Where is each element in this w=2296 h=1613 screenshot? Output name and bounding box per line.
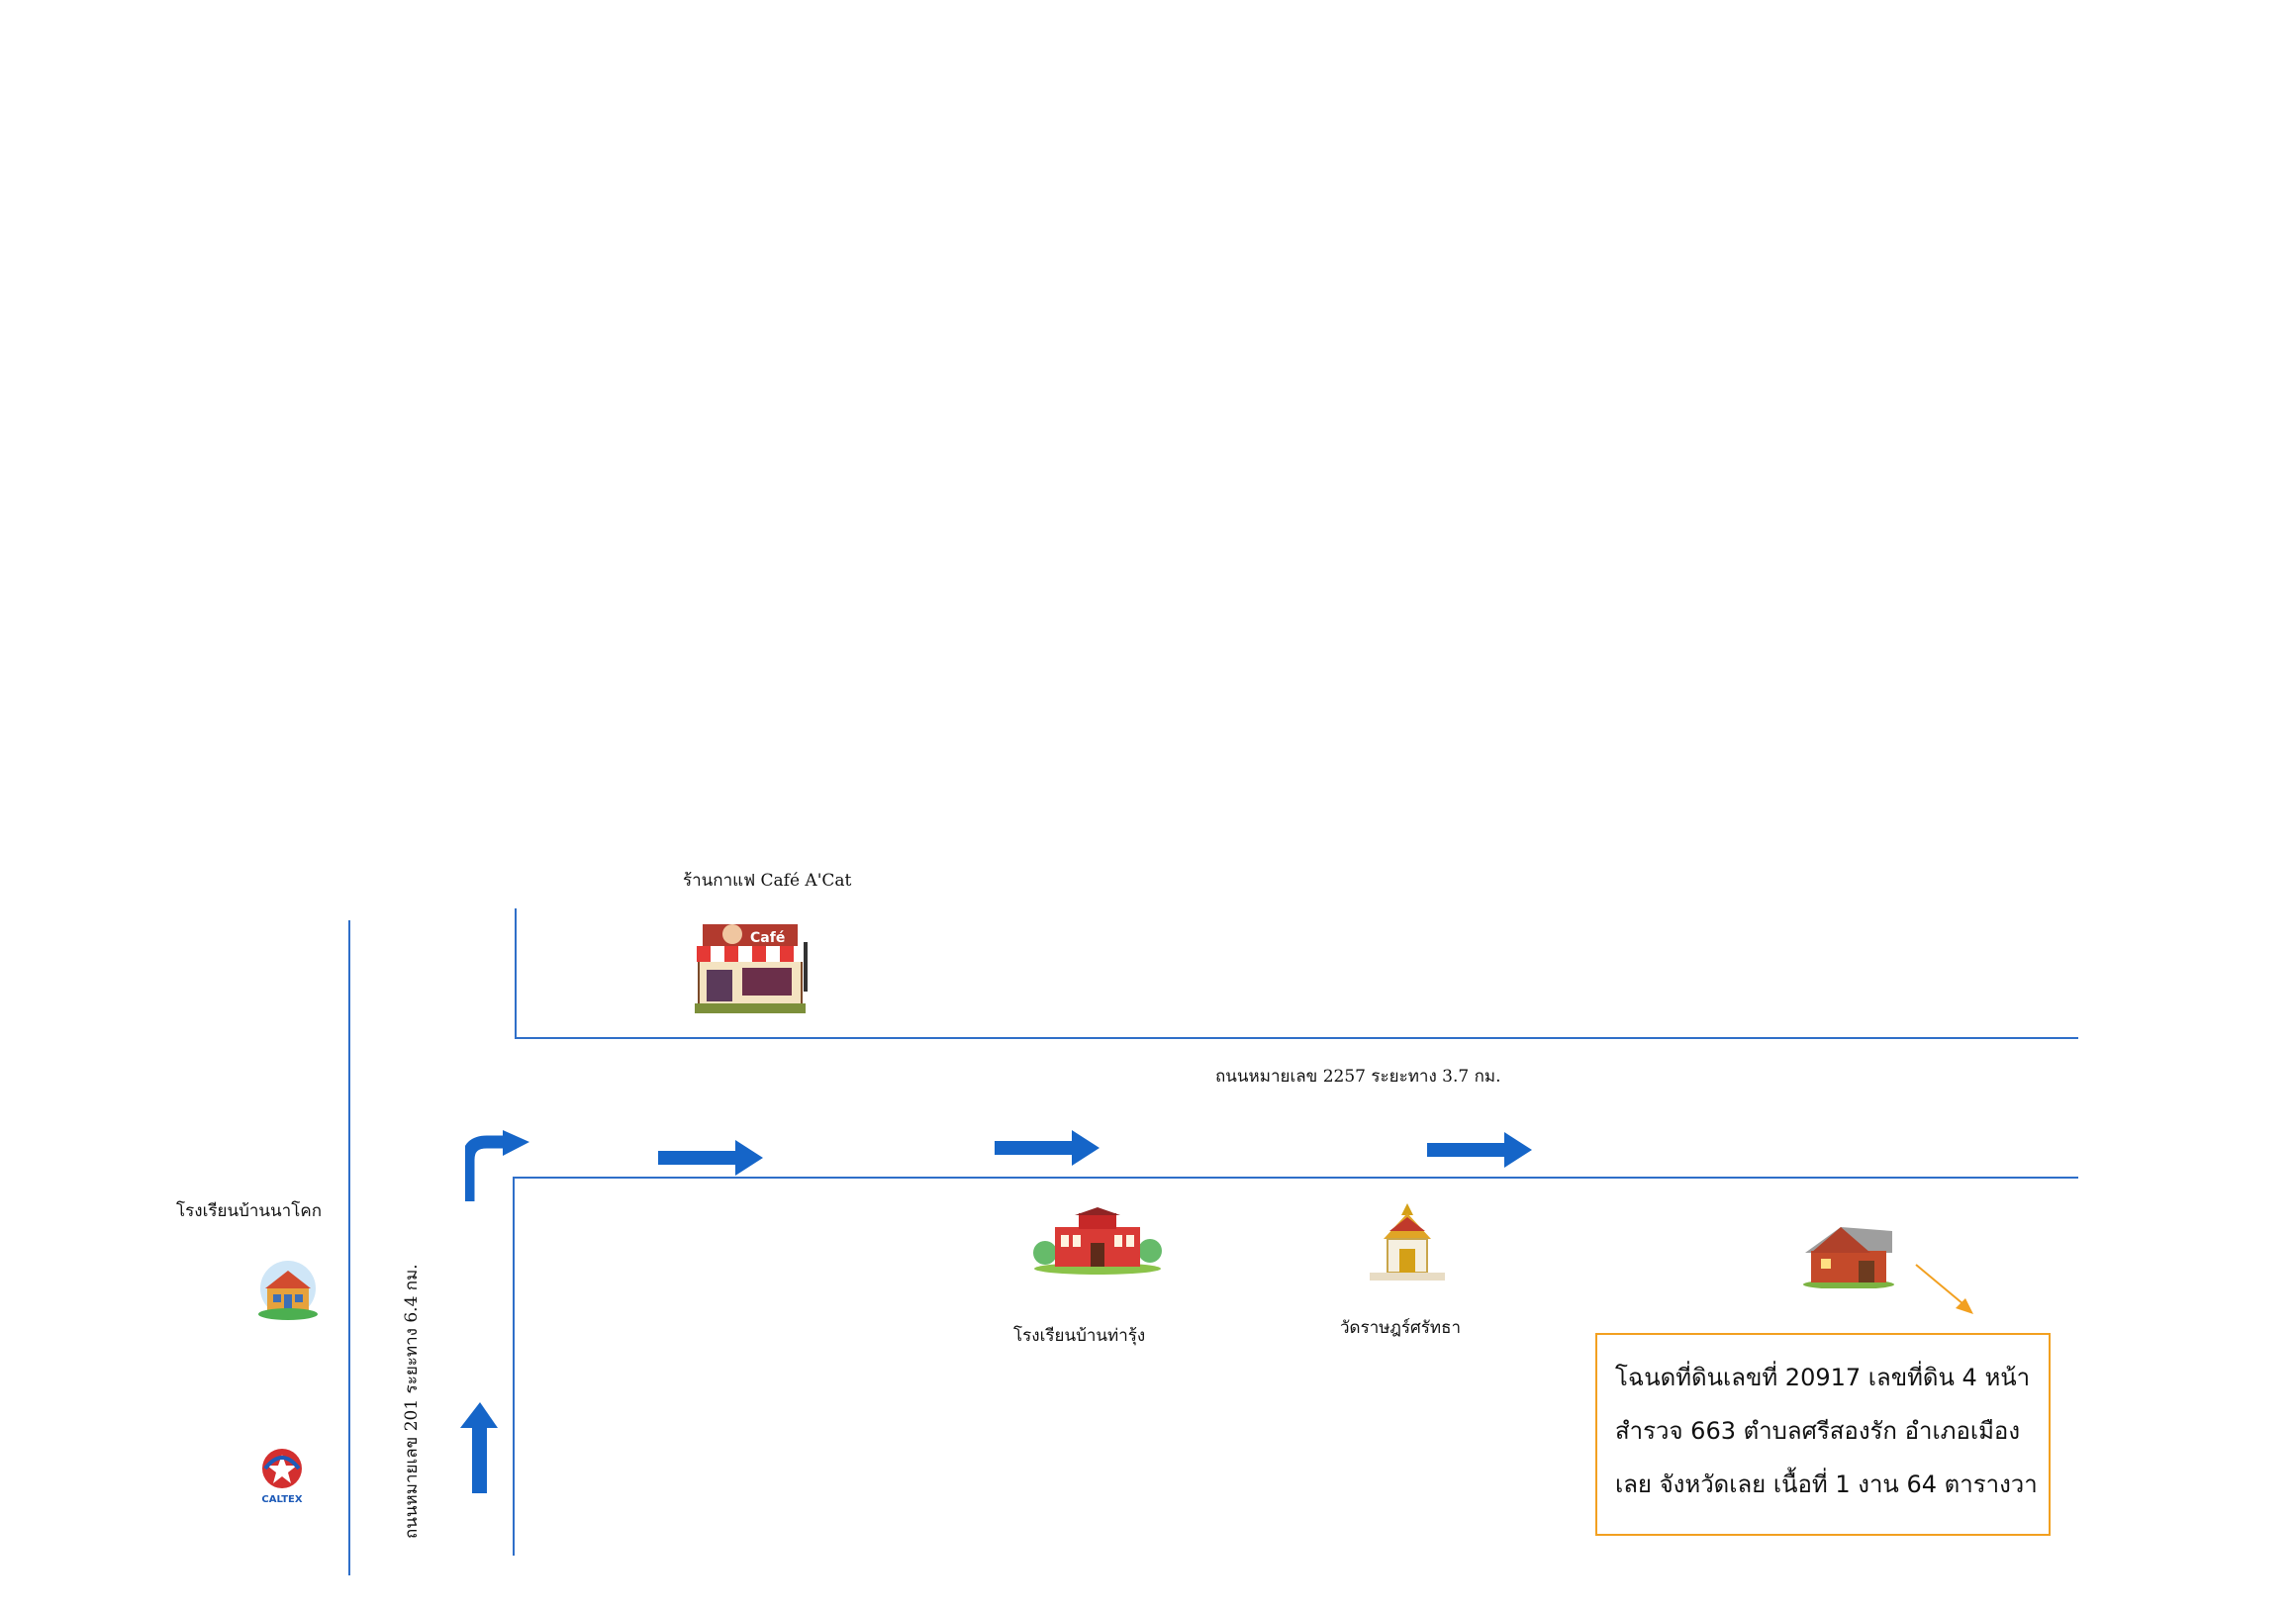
temple-label: วัดราษฎร์ศรัทธา xyxy=(1340,1318,1462,1338)
road-2257-label: ถนนหมายเลข 2257 ระยะทาง 3.7 กม. xyxy=(1215,1067,1501,1087)
svg-text:Café: Café xyxy=(750,930,785,946)
temple-icon xyxy=(1370,1203,1445,1281)
right-arrow-icon-2 xyxy=(995,1130,1100,1166)
school-building-icon xyxy=(1033,1207,1162,1275)
house-icon xyxy=(1803,1227,1894,1288)
right-arrow-icon-1 xyxy=(658,1140,763,1176)
land-deed-info-box: โฉนดที่ดินเลขที่ 20917 เลขที่ดิน 4 หน้า … xyxy=(1595,1333,2051,1536)
school-nakok-label: โรงเรียนบ้านนาโคก xyxy=(176,1201,323,1221)
school-tharung-label: โรงเรียนบ้านท่ารุ้ง xyxy=(1013,1326,1146,1346)
road-201-east-line xyxy=(513,1178,515,1556)
gas-station-icon: CALTEX xyxy=(261,1449,303,1505)
school-icon xyxy=(258,1261,318,1320)
svg-text:CALTEX: CALTEX xyxy=(261,1494,302,1505)
info-line-3: เลย จังหวัดเลย เนื้อที่ 1 งาน 64 ตารางวา xyxy=(1615,1471,2038,1498)
road-201-west-line xyxy=(348,920,350,1575)
road-north-edge-vertical xyxy=(515,908,517,1039)
cafe-shop-icon: Café xyxy=(695,924,808,1013)
road-2257-north-line xyxy=(515,1037,2078,1039)
cafe-label: ร้านกาแฟ Café A'Cat xyxy=(683,871,852,891)
road-201-label: ถนนหมายเลข 201 ระยะทาง 6.4 กม. xyxy=(402,1264,422,1539)
turn-right-arrow-icon xyxy=(465,1130,529,1201)
info-line-1: โฉนดที่ดินเลขที่ 20917 เลขที่ดิน 4 หน้า xyxy=(1615,1364,2031,1391)
info-line-2: สำรวจ 663 ตำบลศรีสองรัก อำเภอเมือง xyxy=(1615,1417,2021,1445)
pointer-arrow-icon xyxy=(1915,1264,1973,1314)
right-arrow-icon-3 xyxy=(1427,1132,1532,1168)
road-2257-south-line xyxy=(513,1177,2078,1179)
up-arrow-icon xyxy=(460,1402,498,1493)
